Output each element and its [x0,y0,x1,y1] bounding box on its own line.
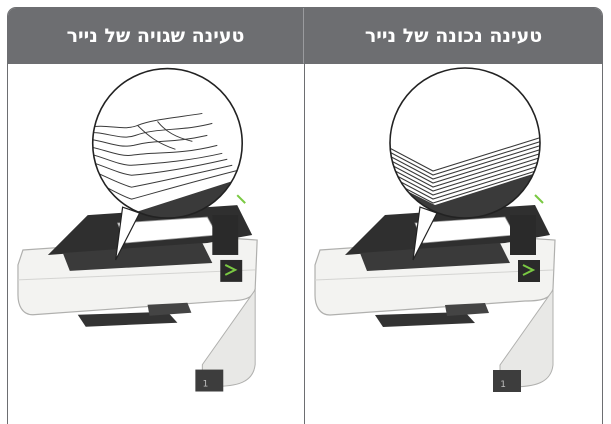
correct-loading-column: טעינה נכונה של נייר 1 [305,8,602,424]
incorrect-loading-illustration: 1 [8,65,304,424]
tray-number-label: 1 [500,380,506,390]
column-header-incorrect: טעינה שגויה של נייר [8,8,304,64]
paper-loading-table: טעינה נכונה של נייר 1 [7,7,603,424]
incorrect-loading-column: טעינה שגויה של נייר 1 [8,8,305,424]
column-header-correct: טעינה נכונה של נייר [305,8,602,64]
correct-loading-illustration: 1 [305,65,602,424]
tray-number-label: 1 [203,380,209,390]
